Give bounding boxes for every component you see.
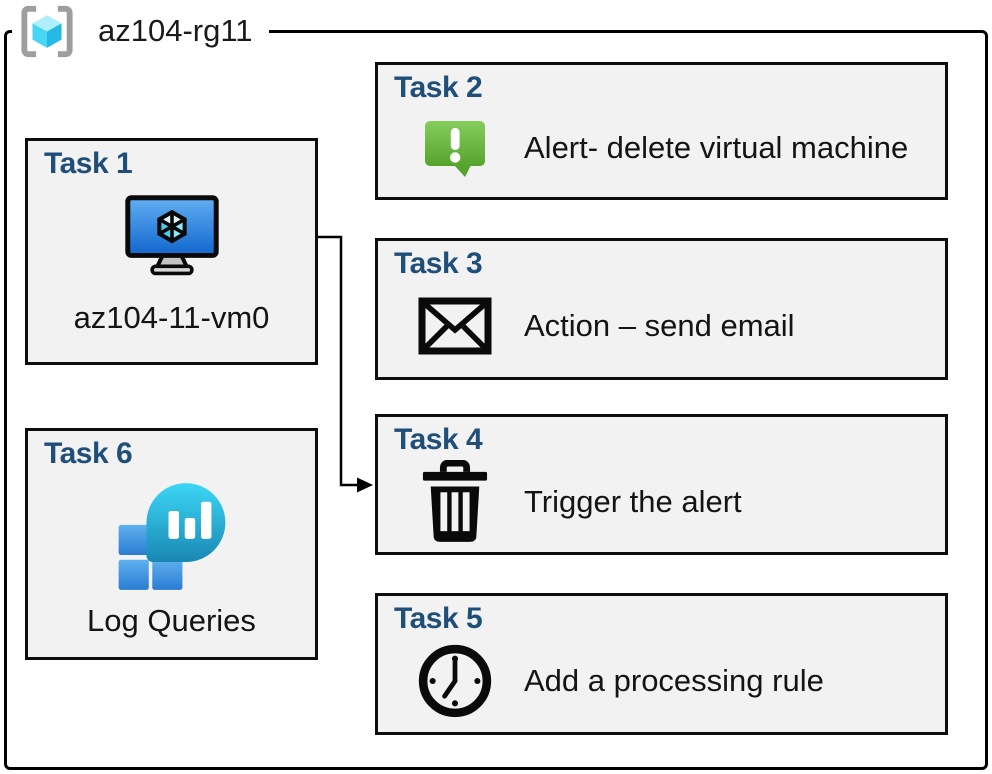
task1-title: Task 1 bbox=[44, 147, 133, 180]
task6-box: Task 6 Log Queries bbox=[25, 428, 318, 660]
resource-group-border bbox=[4, 30, 988, 770]
trash-icon bbox=[422, 459, 488, 542]
task4-box: Task 4 Trigger the alert bbox=[375, 414, 948, 555]
task2-label: Alert- delete virtual machine bbox=[524, 130, 909, 165]
task1-label: az104-11-vm0 bbox=[73, 300, 270, 335]
alert-icon bbox=[425, 121, 485, 177]
task6-title: Task 6 bbox=[44, 437, 133, 470]
task4-title: Task 4 bbox=[394, 423, 483, 456]
task2-box: Task 2 Alert- delete virtual machine bbox=[375, 62, 948, 200]
task3-title: Task 3 bbox=[394, 247, 483, 280]
email-icon bbox=[418, 297, 492, 355]
resource-group-header: az104-rg11 bbox=[12, 2, 269, 60]
task1-box: Task 1 az104-11-vm0 bbox=[25, 138, 318, 365]
task2-title: Task 2 bbox=[394, 71, 483, 104]
task5-label: Add a processing rule bbox=[524, 663, 824, 698]
task5-title: Task 5 bbox=[394, 602, 483, 635]
task6-label: Log Queries bbox=[87, 603, 256, 638]
log-queries-icon bbox=[118, 483, 225, 590]
clock-icon bbox=[418, 644, 492, 718]
virtual-machine-icon bbox=[124, 195, 219, 276]
task4-label: Trigger the alert bbox=[524, 483, 742, 519]
task3-label: Action – send email bbox=[524, 308, 795, 343]
task3-box: Task 3 Action – send email bbox=[375, 238, 948, 380]
resource-group-title: az104-rg11 bbox=[98, 13, 253, 48]
resource-group-icon bbox=[21, 5, 73, 57]
task5-box: Task 5 Add a processing rule bbox=[375, 593, 948, 735]
